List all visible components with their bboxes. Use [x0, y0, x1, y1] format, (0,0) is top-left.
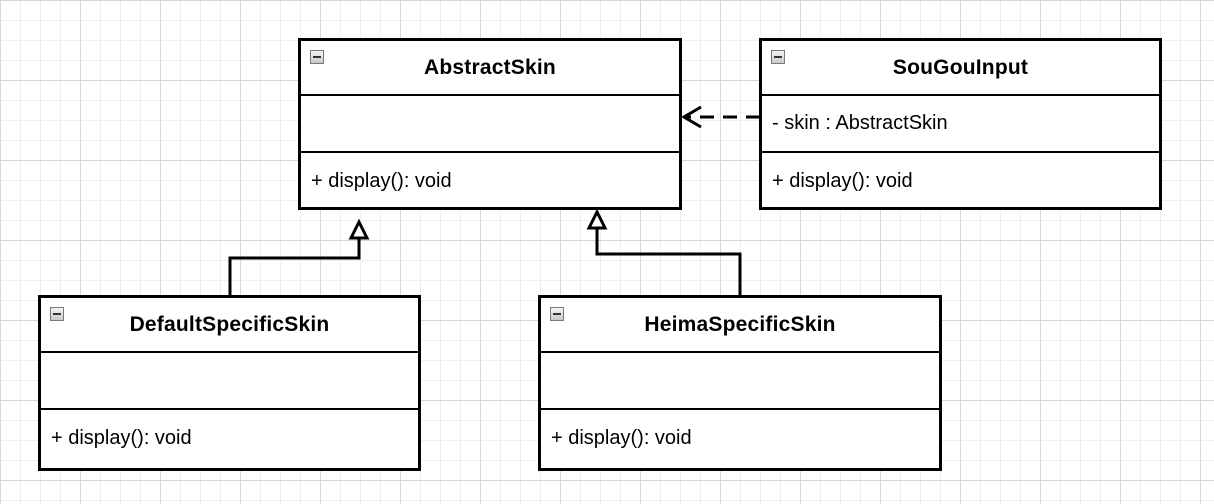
- class-sougou-input[interactable]: SouGouInput - skin : AbstractSkin + disp…: [759, 38, 1162, 210]
- generalization-line-default[interactable]: [228, 238, 361, 296]
- generalization-hollow-arrowhead-heima: [586, 208, 608, 230]
- class-methods: + display(): void: [772, 170, 913, 192]
- collapse-icon[interactable]: [50, 307, 64, 321]
- collapse-icon[interactable]: [310, 50, 324, 64]
- class-header: AbstractSkin: [301, 41, 679, 96]
- class-methods: + display(): void: [311, 170, 452, 192]
- class-name: HeimaSpecificSkin: [644, 312, 836, 336]
- class-attributes: - skin : AbstractSkin: [762, 96, 1159, 153]
- class-methods: + display(): void: [51, 427, 192, 449]
- generalization-hollow-arrowhead-default: [348, 218, 370, 240]
- class-attributes: [541, 353, 939, 410]
- class-name: SouGouInput: [892, 55, 1029, 79]
- generalization-line-heima[interactable]: [595, 228, 742, 296]
- collapse-icon[interactable]: [771, 50, 785, 64]
- class-heima-specific-skin[interactable]: HeimaSpecificSkin + display(): void: [538, 295, 942, 471]
- class-attributes: [41, 353, 418, 410]
- class-attributes: [301, 96, 679, 153]
- class-abstract-skin[interactable]: AbstractSkin + display(): void: [298, 38, 682, 210]
- dependency-open-arrowhead: [681, 105, 702, 129]
- class-default-specific-skin[interactable]: DefaultSpecificSkin + display(): void: [38, 295, 421, 471]
- class-name: AbstractSkin: [424, 55, 556, 79]
- class-header: DefaultSpecificSkin: [41, 298, 418, 353]
- collapse-icon[interactable]: [550, 307, 564, 321]
- class-name: DefaultSpecificSkin: [129, 312, 330, 336]
- class-methods: + display(): void: [551, 427, 692, 449]
- class-header: SouGouInput: [762, 41, 1159, 96]
- class-header: HeimaSpecificSkin: [541, 298, 939, 353]
